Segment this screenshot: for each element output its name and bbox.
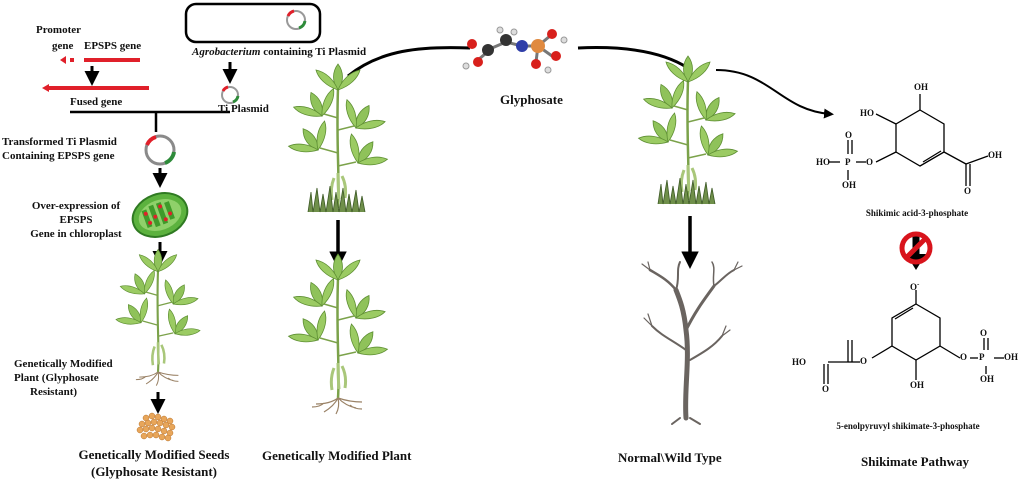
over-expression-label-3: Gene in chloroplast bbox=[30, 228, 122, 240]
agrobacterium-label: Agrobacterium containing Ti Plasmid bbox=[192, 46, 367, 58]
chem-o-6: O bbox=[960, 352, 968, 362]
glyphosate-right-line bbox=[577, 46, 689, 70]
chem-oh-3: OH bbox=[988, 150, 1003, 160]
gm-seeds-label-1: Genetically Modified Seeds bbox=[78, 447, 230, 462]
normal-wild-type-label: Normal\Wild Type bbox=[618, 450, 722, 465]
chem-oh-4: OH bbox=[1004, 352, 1019, 362]
chem-oh-6: OH bbox=[910, 380, 925, 390]
epsp-structure bbox=[823, 290, 1004, 384]
promoter-marker bbox=[60, 56, 66, 64]
inhibition-icon bbox=[899, 231, 933, 270]
chem-p-1: P bbox=[845, 157, 851, 167]
glyphosate-left-line bbox=[347, 46, 471, 78]
glyphosate-molecule-icon bbox=[462, 26, 568, 74]
ti-plasmid-icon bbox=[221, 85, 240, 104]
chem-o-2: O bbox=[845, 130, 853, 140]
gm-plant-small-label-2: Plant (Glyphosate bbox=[14, 372, 99, 384]
chem-o-4: O bbox=[860, 356, 868, 366]
chem-p-2: P bbox=[979, 352, 985, 362]
chem-oh-1: OH bbox=[914, 82, 929, 92]
gene-label: gene bbox=[52, 40, 74, 52]
pathway-arrow bbox=[715, 69, 834, 119]
transformed-plasmid-icon bbox=[144, 134, 176, 166]
chem-o-5: O bbox=[822, 384, 830, 394]
chem-ho-2: HO bbox=[816, 157, 831, 167]
fused-gene-label: Fused gene bbox=[70, 96, 123, 108]
transformed-label-1: Transformed Ti Plasmid bbox=[2, 136, 117, 148]
chem-o-1: O bbox=[866, 157, 874, 167]
fused-gene-bar bbox=[49, 86, 149, 90]
promoter-label: Promoter bbox=[36, 24, 81, 36]
shikimic-acid-structure bbox=[828, 94, 989, 186]
chem-ho-1: HO bbox=[860, 108, 875, 118]
epsps-gene-label: EPSPS gene bbox=[84, 40, 142, 52]
gm-plant-small-label-3: Resistant) bbox=[30, 386, 78, 398]
chem-o-3: O bbox=[964, 186, 972, 196]
chem-oh-5: OH bbox=[980, 374, 995, 384]
agro-plasmid-icon bbox=[286, 9, 307, 30]
over-expression-label-1: Over-expression of bbox=[31, 200, 121, 212]
gm-plant-bottom bbox=[285, 254, 391, 415]
gm-plant-top bbox=[285, 64, 391, 213]
gm-seeds-label-2: (Glyphosate Resistant) bbox=[90, 464, 218, 479]
ti-plasmid-label: Ti Plasmid bbox=[218, 103, 269, 115]
chem-o-7: O bbox=[980, 328, 988, 338]
bare-tree-icon bbox=[641, 261, 743, 425]
chem-oh-2: OH bbox=[842, 180, 857, 190]
shikimate-pathway-label: Shikimate Pathway bbox=[861, 454, 969, 469]
epsps-gene-bar bbox=[84, 58, 140, 62]
agrobacterium-box bbox=[184, 2, 322, 44]
gm-plant-small-label-1: Genetically Modified bbox=[14, 358, 113, 370]
transformed-label-2: Containing EPSPS gene bbox=[2, 150, 115, 162]
glyphosate-label: Glyphosate bbox=[500, 92, 563, 107]
over-expression-label-2: EPSPS bbox=[59, 214, 93, 226]
wild-plant-top bbox=[635, 56, 741, 205]
chloroplast-icon bbox=[131, 192, 189, 238]
small-gm-plant bbox=[113, 250, 203, 387]
chem-o-minus: O- bbox=[910, 280, 920, 292]
enolpyruvyl-label: 5-enolpyruvyl shikimate-3-phosphate bbox=[836, 421, 980, 431]
chem-ho-3: HO bbox=[792, 357, 807, 367]
seeds-icon bbox=[136, 412, 176, 442]
shikimic-label: Shikimic acid-3-phosphate bbox=[865, 208, 969, 218]
gm-plant-label: Genetically Modified Plant bbox=[262, 448, 412, 463]
